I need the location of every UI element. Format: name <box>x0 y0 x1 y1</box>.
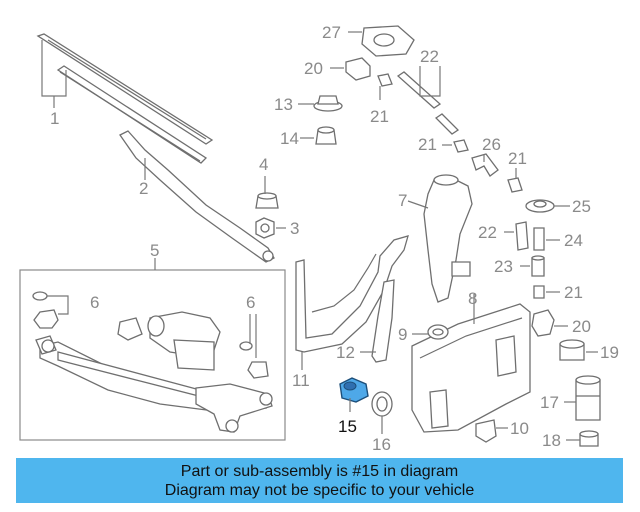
reservoir-filler-part-7 <box>423 174 473 303</box>
callout-13: 13 <box>274 95 293 114</box>
callout-21: 21 <box>418 135 437 154</box>
leader-lines <box>41 31 598 441</box>
callout-21: 21 <box>370 107 389 126</box>
callout-17: 17 <box>540 393 559 412</box>
info-banner: Part or sub-assembly is #15 in diagram D… <box>16 458 623 503</box>
callout-20: 20 <box>304 59 323 78</box>
callout-5: 5 <box>150 241 159 260</box>
callout-21: 21 <box>508 149 527 168</box>
small-part-21b <box>453 139 469 153</box>
small-part-22a <box>396 71 442 109</box>
small-part-23 <box>531 255 545 277</box>
grommet-part-6a <box>32 291 59 329</box>
small-part-18 <box>579 430 599 447</box>
callout-4: 4 <box>259 155 268 174</box>
small-part-21c <box>507 177 523 193</box>
callout-21: 21 <box>564 283 583 302</box>
small-part-19 <box>559 339 585 361</box>
nut-part-3 <box>255 217 275 239</box>
callout-2: 2 <box>139 179 148 198</box>
bracket-part-12 <box>371 279 395 363</box>
banner-line-part: Part or sub-assembly is #15 in diagram <box>180 462 459 480</box>
callout-6: 6 <box>246 293 255 312</box>
callout-22: 22 <box>420 47 439 66</box>
callout-14: 14 <box>280 129 299 148</box>
wiper-linkage-part <box>35 335 273 433</box>
callout-27: 27 <box>322 23 341 42</box>
small-part-27 <box>361 25 415 57</box>
washer-pump-part-17 <box>575 375 601 421</box>
small-part-22b <box>434 113 460 135</box>
callout-11: 11 <box>292 371 310 390</box>
small-part-26 <box>471 153 499 177</box>
small-part-21d <box>533 285 545 299</box>
bracket-part-11 <box>295 235 409 353</box>
callout-26: 26 <box>482 135 501 154</box>
small-part-24 <box>533 227 545 251</box>
small-part-25 <box>525 199 555 213</box>
nut-part-4 <box>255 192 279 209</box>
small-part-20a <box>345 57 371 81</box>
clip-part-10 <box>475 419 497 443</box>
callout-1: 1 <box>50 109 59 128</box>
callout-25: 25 <box>572 197 591 216</box>
callout-15[interactable]: 15 <box>338 417 357 436</box>
callout-18: 18 <box>542 431 561 450</box>
assembly-box-5 <box>19 269 286 441</box>
callout-3: 3 <box>290 219 299 238</box>
small-part-22c <box>515 221 529 251</box>
seal-part-16 <box>371 391 393 417</box>
callout-16: 16 <box>372 435 391 454</box>
wiper-blade-part <box>36 33 214 164</box>
small-part-13 <box>313 95 343 112</box>
callout-19: 19 <box>600 343 619 362</box>
callout-7: 7 <box>398 191 407 210</box>
callout-12: 12 <box>336 343 355 362</box>
callout-6: 6 <box>90 293 99 312</box>
callout-24: 24 <box>564 231 583 250</box>
callout-22: 22 <box>478 223 497 242</box>
wiper-motor-part <box>117 311 221 371</box>
callout-20: 20 <box>572 317 591 336</box>
small-part-21a <box>377 73 393 87</box>
small-part-20b <box>531 309 555 337</box>
callout-23: 23 <box>494 257 513 276</box>
small-part-14 <box>315 126 337 145</box>
grommet-part-6b <box>239 341 269 379</box>
callout-10: 10 <box>510 419 529 438</box>
callout-9: 9 <box>398 325 407 344</box>
highlighted-part-15[interactable] <box>339 377 369 403</box>
callout-8: 8 <box>468 289 477 308</box>
wiper-arm-part <box>119 130 275 263</box>
reservoir-part-8 <box>411 303 531 433</box>
grommet-part-9 <box>427 324 449 340</box>
banner-line-disclaimer: Diagram may not be specific to your vehi… <box>164 481 475 499</box>
